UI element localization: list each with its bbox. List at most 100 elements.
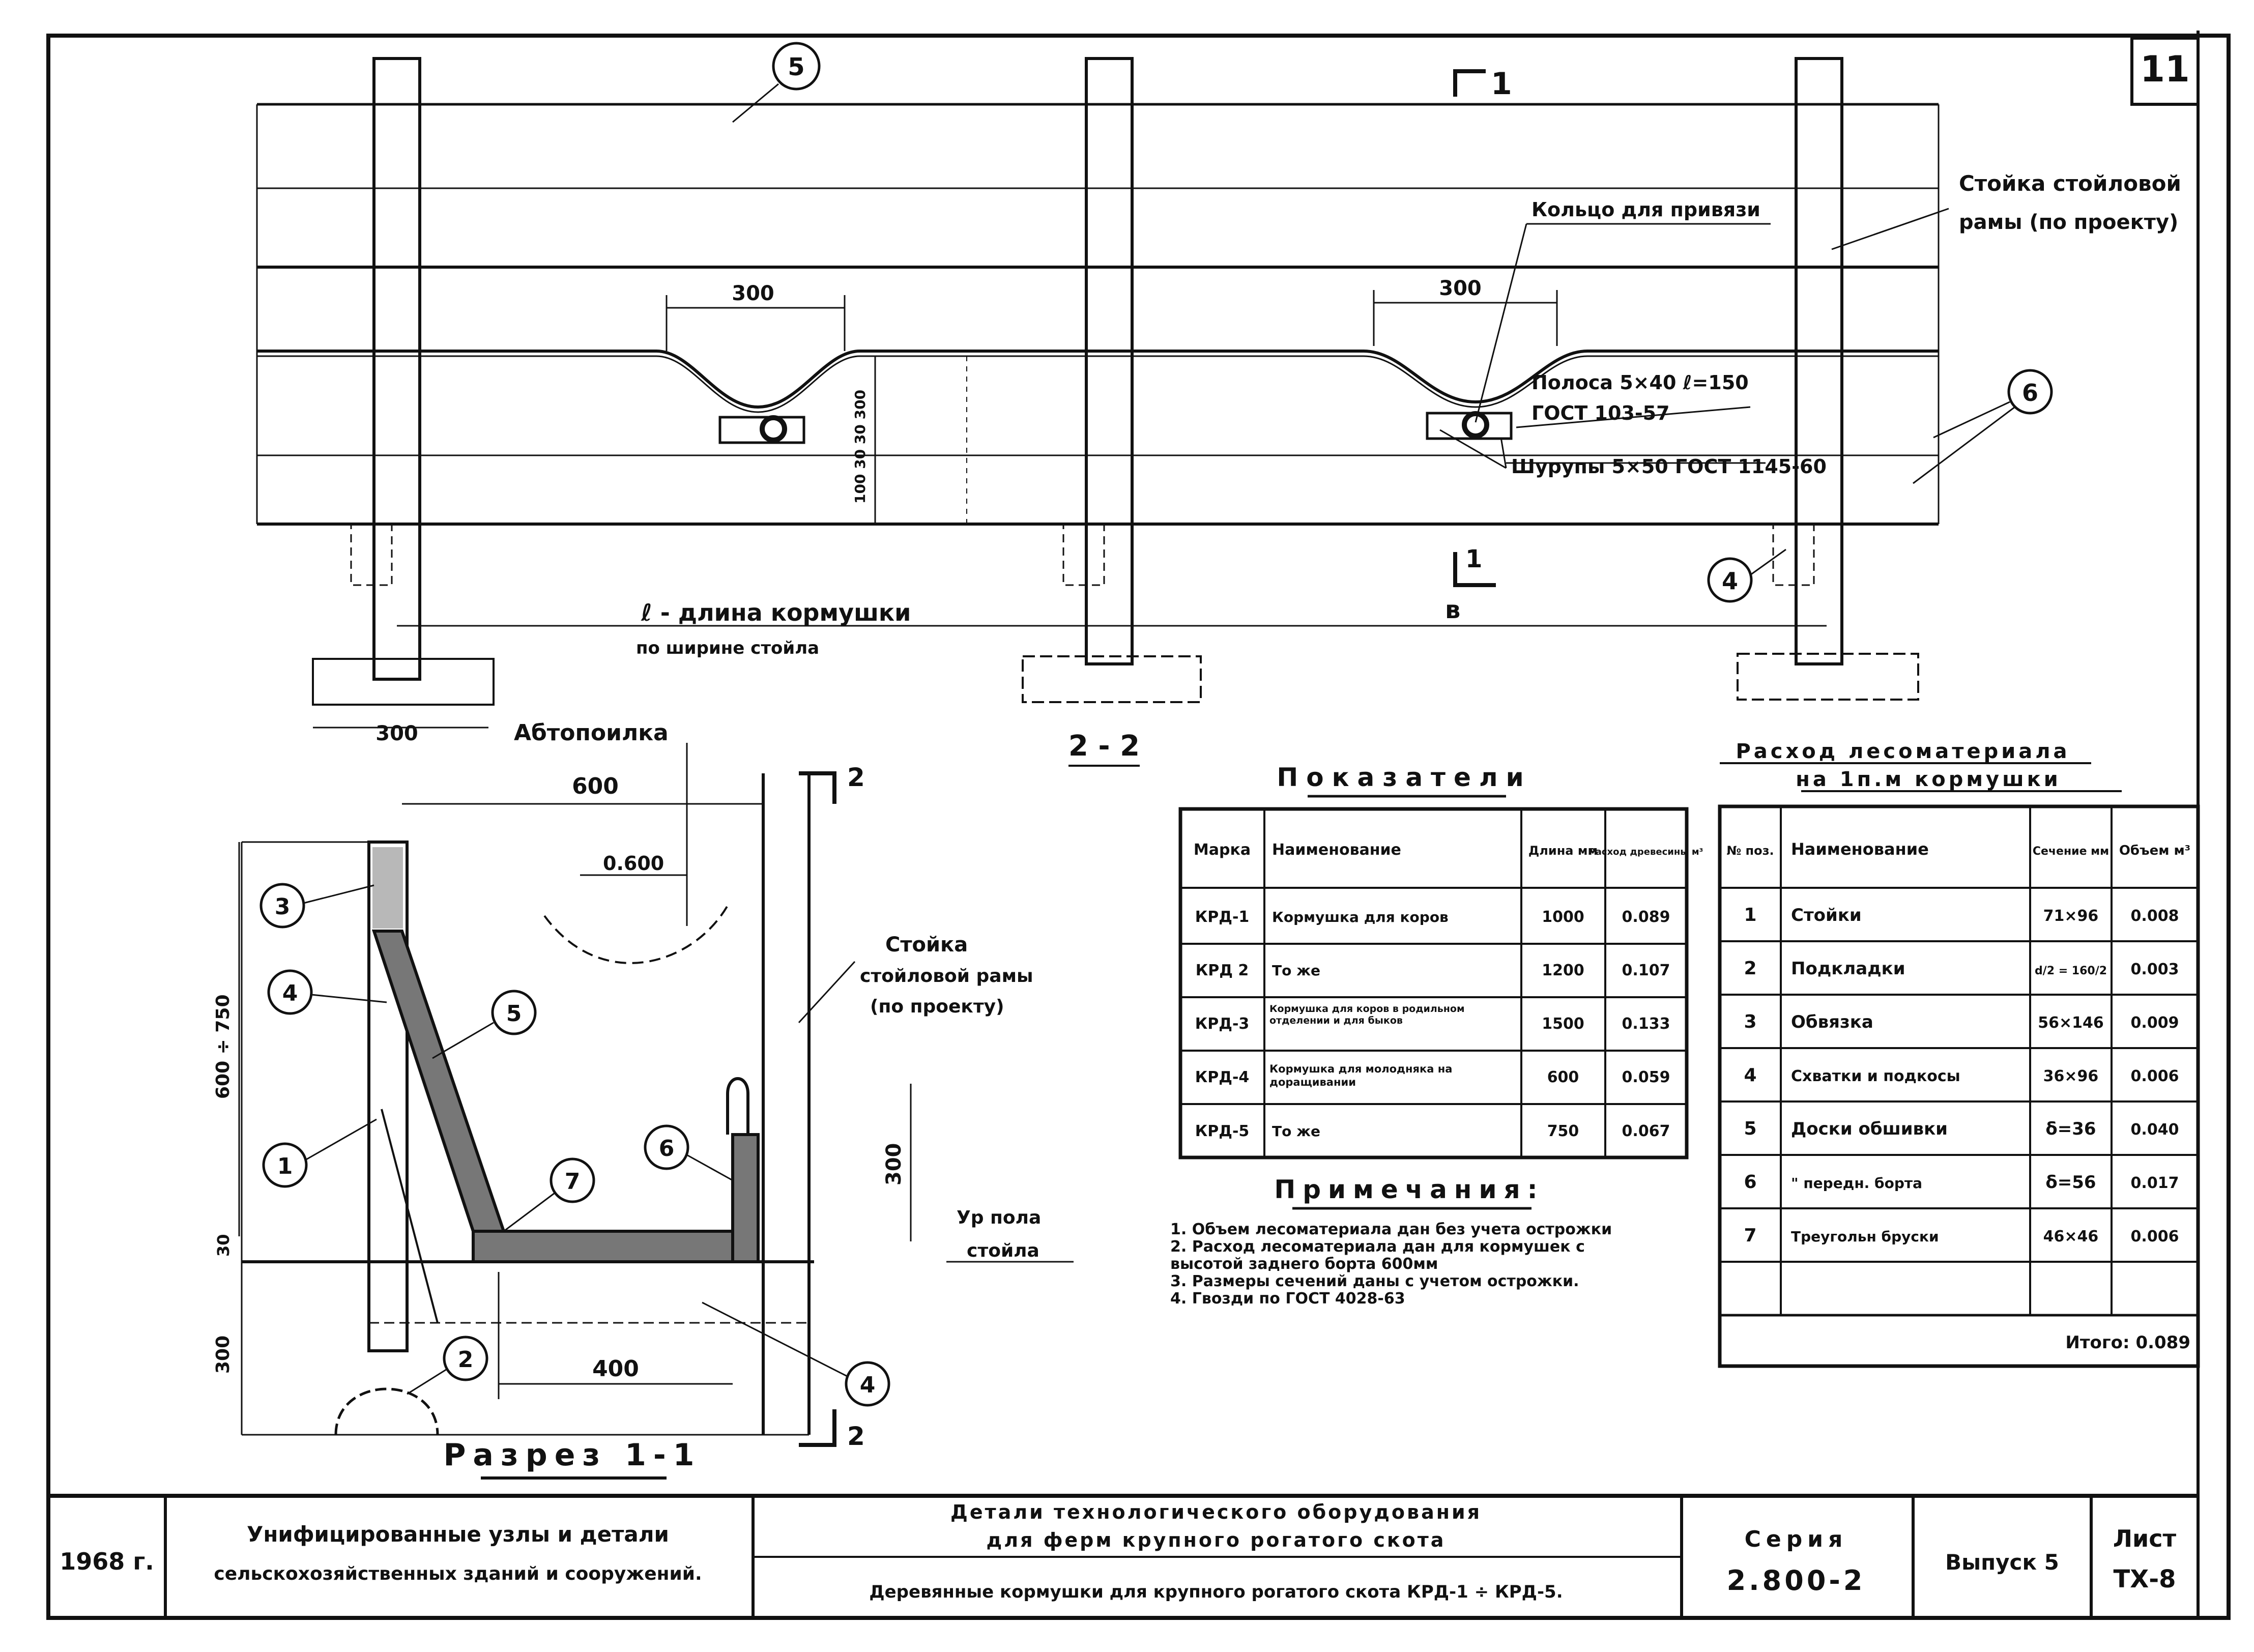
- materials-cell: Доски обшивки: [1791, 1119, 1948, 1139]
- leader: [1750, 548, 1786, 576]
- callout-4-elevation: [1707, 557, 1753, 603]
- callout-5-section-label: 5: [506, 1001, 522, 1027]
- section-mark-2-bottom-label: 2: [847, 1422, 865, 1451]
- ring-right: [1462, 411, 1489, 439]
- materials-frame: [1718, 804, 2200, 1368]
- indicators-cell: КРД-4: [1195, 1068, 1250, 1086]
- note-item: 1. Объем лесоматериала дан без учета ост…: [1170, 1221, 1612, 1238]
- dim-300-bottom: 300: [375, 722, 418, 745]
- note-item: 2. Расход лесоматериала дан для кормушек…: [1170, 1238, 1585, 1273]
- leader: [503, 1192, 555, 1232]
- indicators-cell: КРД 2: [1196, 962, 1249, 979]
- post-base-hidden: [350, 523, 393, 586]
- dim-height-label: 600 ÷ 750: [213, 994, 234, 1099]
- indicators-cell: КРД-5: [1195, 1122, 1250, 1140]
- back-post-hatch: [372, 847, 403, 929]
- indicators-cell: То же: [1272, 1123, 1320, 1140]
- indicators-cell: 0.089: [1622, 908, 1670, 926]
- ring-label: Кольцо для привязи: [1531, 198, 1760, 221]
- materials-header: Объем м³: [2119, 843, 2190, 858]
- materials-header: Сечение мм: [2033, 845, 2109, 858]
- callout-4-a-label: 4: [282, 980, 298, 1006]
- indicators-table: Показатели Марка Наименование Длина мм Р…: [1178, 763, 1703, 1160]
- dim-600: 600: [572, 773, 619, 799]
- callout-5: [772, 42, 821, 91]
- stand-label-line1: Стойка стойловой: [1959, 171, 2181, 196]
- materials-cell: 3: [1744, 1011, 1756, 1032]
- materials-cell: 0.040: [2131, 1121, 2179, 1139]
- dim-300-right: 300: [1439, 277, 1482, 300]
- indicators-header: Наименование: [1272, 841, 1401, 859]
- notes-wrap: 1. Объем лесоматериала дан без учета ост…: [1170, 1221, 1612, 1308]
- leader: [311, 994, 387, 1003]
- post-left: [372, 57, 421, 681]
- indicators-cell: 1000: [1542, 908, 1584, 926]
- materials-cell: Обвязка: [1791, 1012, 1873, 1032]
- elev-600: 0.600: [603, 852, 664, 875]
- materials-cell: 2: [1744, 958, 1756, 979]
- materials-cell: Схватки и подкосы: [1791, 1067, 1960, 1085]
- materials-cell: 1: [1744, 905, 1756, 925]
- title-series-label: Серия: [1745, 1526, 1848, 1552]
- leader: [1933, 401, 2010, 439]
- waterer-dashed: [543, 905, 729, 964]
- footing-right: [1737, 653, 1919, 701]
- sheet-number-box: [2130, 37, 2200, 106]
- materials-cell: δ=56: [2045, 1172, 2096, 1193]
- section-mark-bottom-label: 1: [1465, 545, 1482, 573]
- leader: [303, 884, 374, 904]
- waterer-label: Абтопоилка: [514, 720, 669, 746]
- sheet-frame: [46, 34, 2231, 1620]
- length-label-line1: ℓ - длина кормушки: [641, 599, 911, 626]
- section-mark-bottom: [1453, 552, 1496, 587]
- title-series-value: 2.800-2: [1727, 1564, 1866, 1597]
- section-view: 600 0.600 Абтопоилка 600 ÷ 750 30 300 30…: [213, 720, 1074, 1480]
- indicators-cell: 750: [1547, 1122, 1579, 1140]
- length-label-line2: по ширине стойла: [636, 638, 819, 658]
- elevation-view: 300 300 100 30 30 300 1 1 5 6 4 Стойка с…: [256, 42, 2181, 767]
- indicators-cell: 1500: [1542, 1015, 1584, 1033]
- post-base-hidden: [1772, 523, 1815, 586]
- section-stand-line2: стойловой рамы: [860, 966, 1033, 987]
- materials-cell: 56×146: [2038, 1014, 2104, 1032]
- callout-7: [550, 1157, 595, 1203]
- indicators-cell: Кормушка для молодняка на доращивании: [1269, 1063, 1453, 1088]
- front-board-wave: [257, 350, 1939, 409]
- indicators-cell: Кормушка для коров в родильном отделении…: [1269, 1003, 1465, 1026]
- materials-table: Расход лесоматериала на 1п.м кормушки № …: [1718, 740, 2200, 1368]
- dim-400: 400: [592, 1356, 639, 1382]
- indicators-cell-wrap: Кормушка для коров в родильном отделении…: [1269, 1003, 1465, 1026]
- indicators-cell: КРД-1: [1195, 908, 1250, 926]
- leader: [798, 961, 856, 1024]
- leader: [1475, 223, 1527, 423]
- view-label-2-2: 2 - 2: [1068, 730, 1140, 763]
- section-mark-top-label: 1: [1491, 66, 1512, 102]
- title-drawing: Деревянные кормушки для крупного рогатог…: [869, 1582, 1563, 1602]
- materials-cell: 71×96: [2043, 907, 2099, 925]
- indicators-cell: 0.059: [1622, 1068, 1670, 1086]
- callout-5-section: [491, 990, 537, 1035]
- indicators-cell: 1200: [1542, 962, 1584, 979]
- materials-cell: d/2 = 160/2: [2035, 965, 2107, 977]
- callout-6-section: [644, 1124, 689, 1170]
- title-topic-line2: для ферм крупного рогатого скота: [987, 1529, 1446, 1551]
- title-sheet-label: Лист: [2113, 1525, 2177, 1552]
- dim-30: 30: [214, 1234, 233, 1257]
- materials-cell: 46×46: [2043, 1228, 2099, 1245]
- materials-cell: 0.006: [2131, 1228, 2179, 1245]
- leader: [702, 1301, 848, 1377]
- callout-1: [262, 1142, 308, 1188]
- leader: [1439, 429, 1507, 469]
- indicators-cell: 600: [1547, 1068, 1579, 1086]
- materials-cell: Треугольн бруски: [1791, 1228, 1939, 1245]
- materials-title-line1: Расход лесоматериала: [1736, 740, 2070, 763]
- title-org-line1: Унифицированные узлы и детали: [247, 1522, 669, 1547]
- indicators-cell: 0.107: [1622, 962, 1670, 979]
- section-mark-2-top: [799, 771, 836, 804]
- note-item: 3. Размеры сечений даны с учетом острожк…: [1170, 1272, 1579, 1290]
- materials-cell: 36×96: [2043, 1067, 2099, 1085]
- callout-5-label: 5: [788, 53, 804, 81]
- leader: [1913, 406, 2015, 484]
- indicators-cell-wrap: Кормушка для молодняка на доращивании: [1269, 1063, 1453, 1088]
- callout-3-label: 3: [275, 894, 291, 920]
